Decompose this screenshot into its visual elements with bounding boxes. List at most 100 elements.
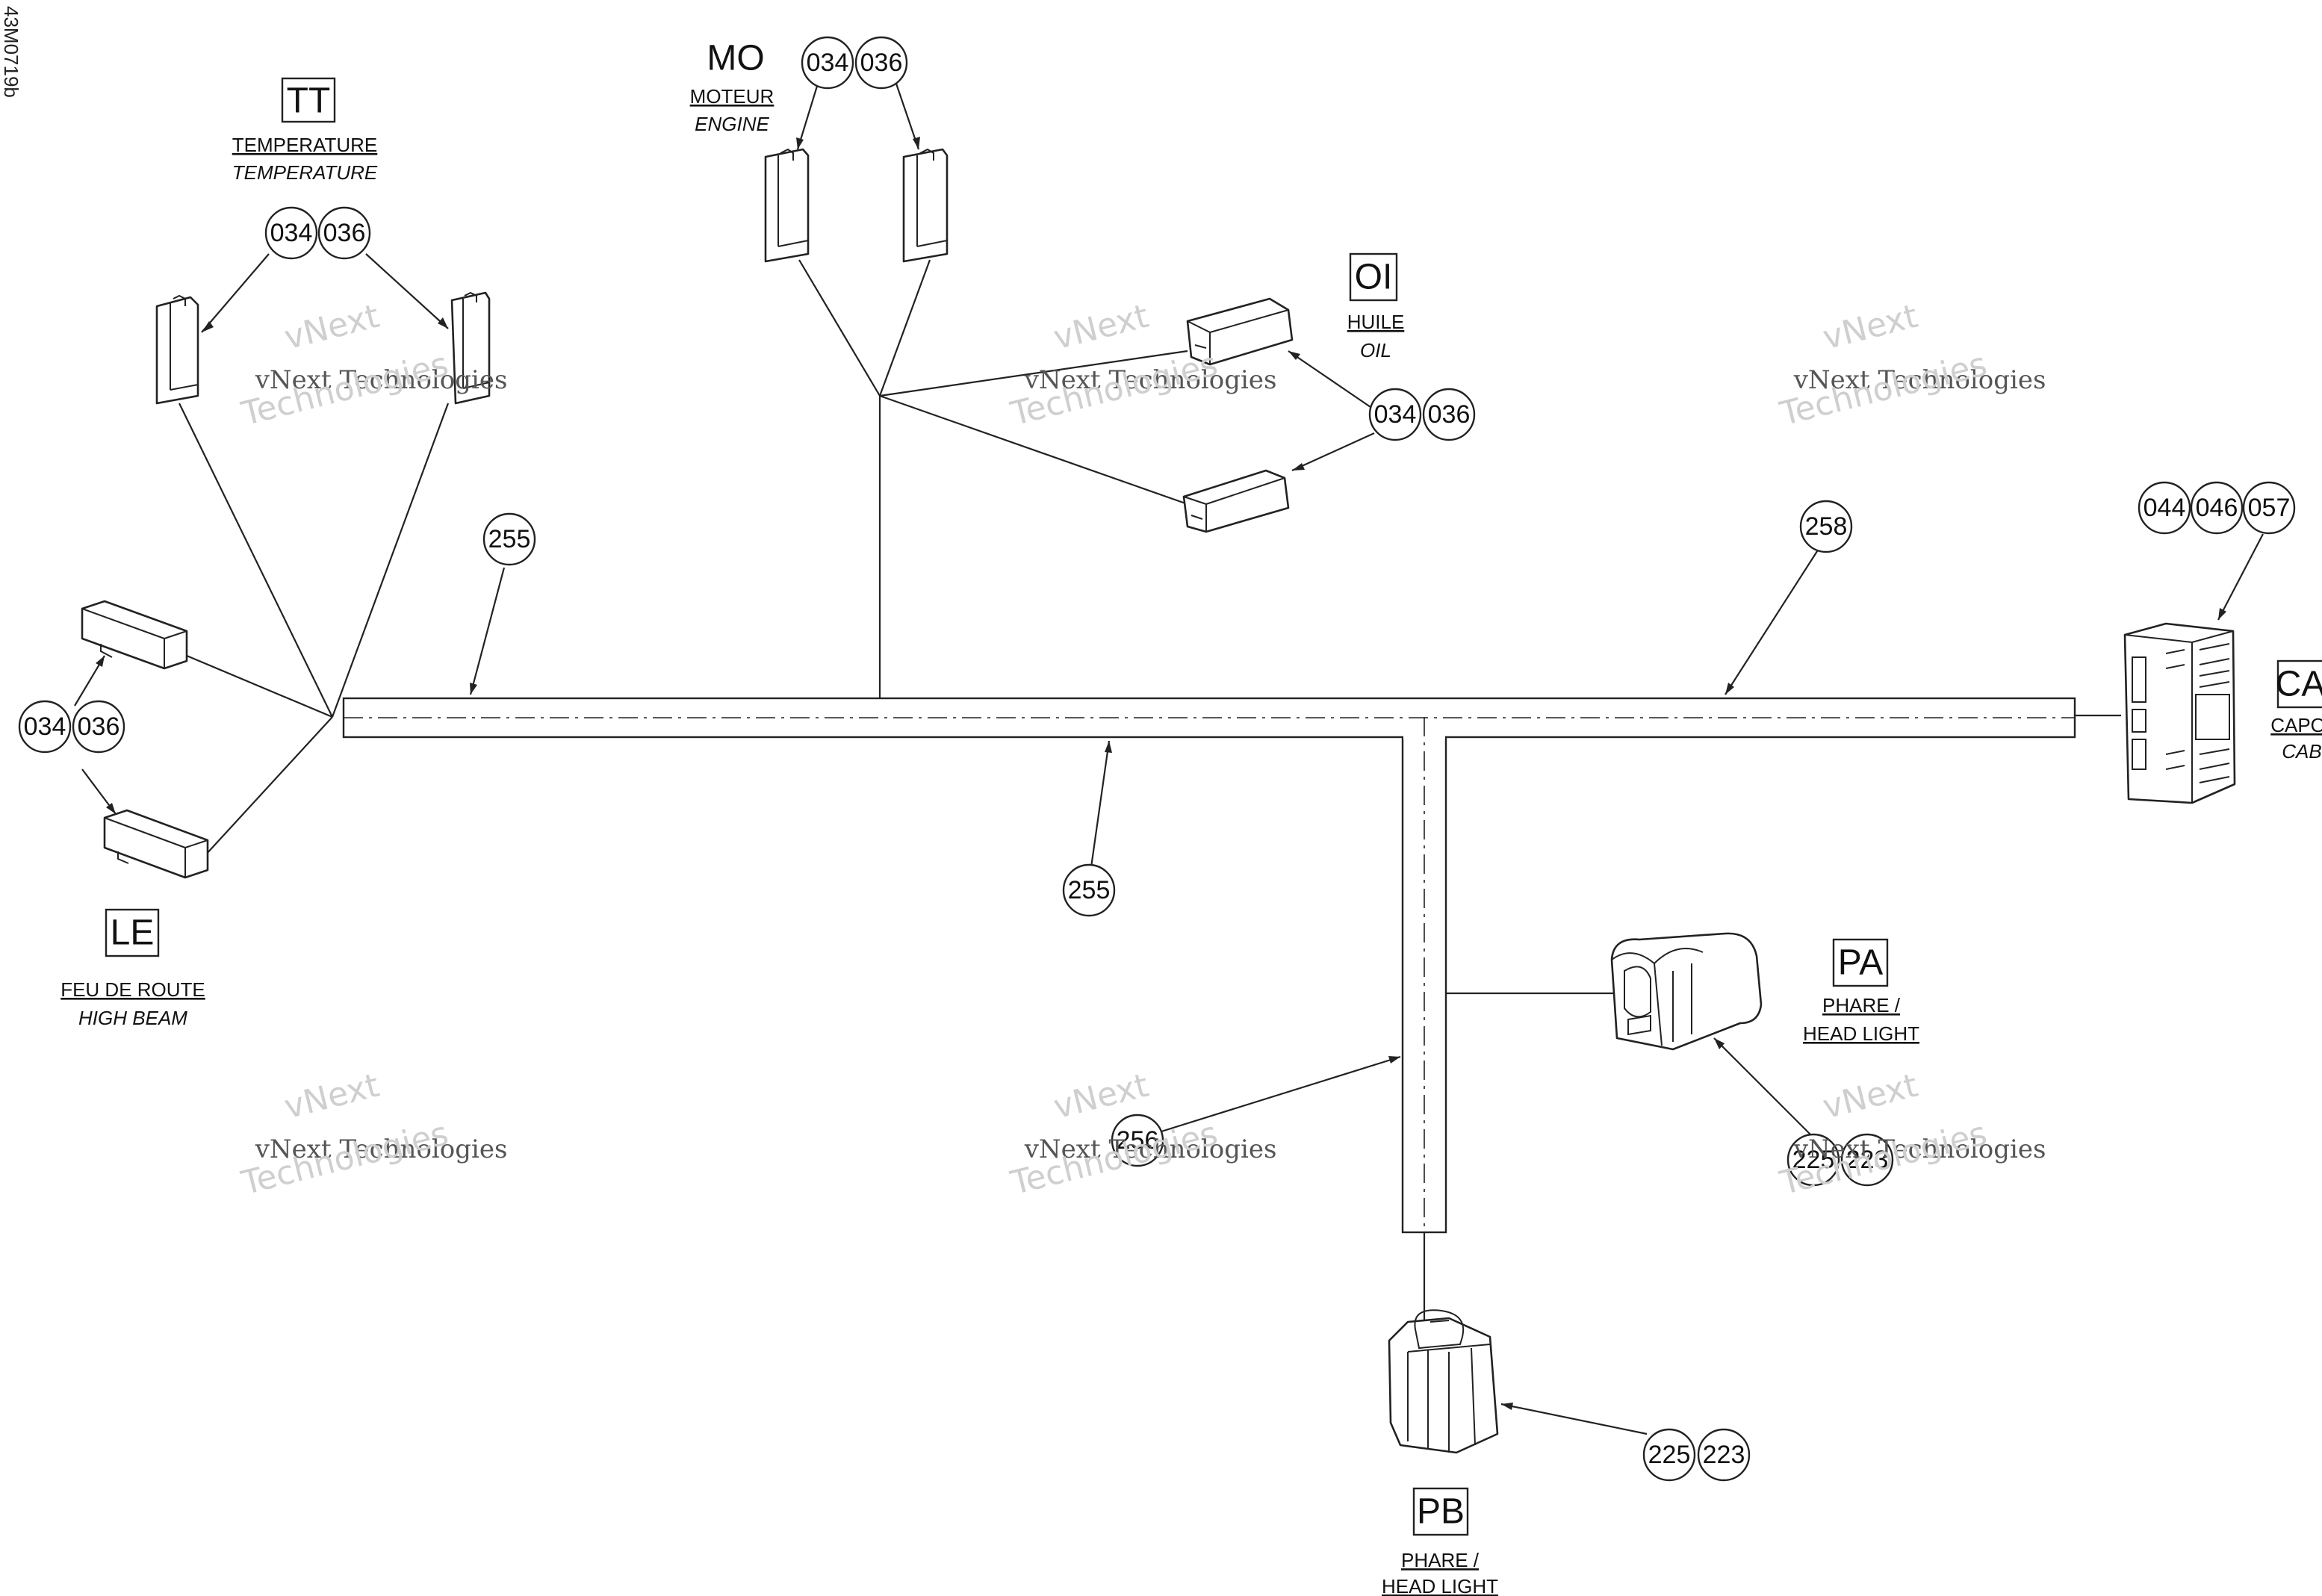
svg-text:Technologies: Technologies xyxy=(238,1114,453,1202)
label-oi: OI HUILE OIL xyxy=(1347,252,1405,361)
mo-connector-right xyxy=(902,148,949,263)
mo-connector-left xyxy=(764,148,810,263)
code-tt: TT xyxy=(287,81,331,121)
ref-bubble-harness: 256 xyxy=(1111,1114,1164,1167)
svg-text:vNext Technologies: vNext Technologies xyxy=(255,1134,508,1164)
svg-text:vNext: vNext xyxy=(1819,1066,1922,1127)
svg-text:Technologies: Technologies xyxy=(1776,345,1991,433)
label-tt: TT TEMPERATURE TEMPERATURE xyxy=(232,77,378,184)
pb-connector xyxy=(1388,1309,1499,1454)
ref-bubble: 036 xyxy=(854,36,908,90)
label-ca-en: CAB xyxy=(2282,740,2321,763)
watermark: vNext vNext Technologies Technologies xyxy=(1007,297,1277,434)
tt-connector-right xyxy=(450,291,491,405)
svg-text:vNext: vNext xyxy=(281,297,383,358)
watermark: vNext vNext Technologies Technologies xyxy=(1776,1066,2046,1203)
label-pa: PA PHARE / HEAD LIGHT xyxy=(1803,938,1919,1045)
code-ca: CA xyxy=(2276,665,2322,704)
svg-text:034: 034 xyxy=(807,49,849,77)
le-connector-top xyxy=(81,600,188,670)
svg-text:258: 258 xyxy=(1805,512,1848,541)
label-pa-en: HEAD LIGHT xyxy=(1803,1022,1919,1045)
code-oi: OI xyxy=(1355,258,1393,297)
leader-lines xyxy=(74,83,2264,1435)
label-mo: MO MOTEUR ENGINE xyxy=(690,39,774,136)
label-pb-en: HEAD LIGHT xyxy=(1382,1575,1498,1596)
svg-text:256: 256 xyxy=(1117,1126,1159,1155)
label-mo-fr: MOTEUR xyxy=(690,85,774,108)
svg-text:Technologies: Technologies xyxy=(1776,1114,1991,1202)
le-connector-bottom xyxy=(103,809,209,879)
label-le-en: HIGH BEAM xyxy=(78,1007,187,1029)
label-oi-fr: HUILE xyxy=(1347,311,1405,333)
svg-text:036: 036 xyxy=(78,712,120,741)
ref-bubble: 036 xyxy=(72,700,125,754)
svg-text:vNext: vNext xyxy=(281,1066,383,1127)
label-tt-en: TEMPERATURE xyxy=(232,161,378,184)
watermark: vNext vNext Technologies Technologies xyxy=(1776,297,2046,434)
label-tt-fr: TEMPERATURE xyxy=(232,134,378,156)
svg-text:036: 036 xyxy=(860,49,903,77)
ref-bubble: 034 xyxy=(18,700,72,754)
label-pa-fr: PHARE / xyxy=(1822,994,1901,1016)
svg-text:vNext: vNext xyxy=(1050,297,1152,358)
svg-text:223: 223 xyxy=(1846,1146,1889,1174)
ref-bubble: 046 xyxy=(2190,481,2244,535)
svg-text:vNext Technologies: vNext Technologies xyxy=(1024,1134,1277,1164)
svg-text:vNext Technologies: vNext Technologies xyxy=(1793,1134,2046,1164)
pa-connector xyxy=(1610,932,1763,1051)
label-pb: PB PHARE / HEAD LIGHT xyxy=(1382,1487,1498,1596)
ref-bubble: 034 xyxy=(264,206,318,260)
code-le: LE xyxy=(111,913,155,953)
ref-bubble: 225 xyxy=(1642,1428,1696,1482)
ref-bubble: 034 xyxy=(801,36,854,90)
svg-text:044: 044 xyxy=(2143,494,2186,522)
ref-bubble: 044 xyxy=(2138,481,2191,535)
svg-text:223: 223 xyxy=(1703,1441,1745,1469)
svg-text:034: 034 xyxy=(1374,400,1417,429)
label-ca: CA CAPOT CAB xyxy=(2270,659,2322,763)
svg-text:vNext Technologies: vNext Technologies xyxy=(1793,365,2046,395)
svg-text:225: 225 xyxy=(1792,1146,1835,1174)
ref-bubble: 223 xyxy=(1697,1428,1751,1482)
ref-bubble: 223 xyxy=(1840,1133,1894,1187)
ref-bubble: 036 xyxy=(317,206,371,260)
wires xyxy=(179,259,2121,1326)
svg-text:225: 225 xyxy=(1648,1441,1691,1469)
svg-text:034: 034 xyxy=(270,219,313,247)
tt-connector-left xyxy=(155,294,199,405)
ref-bubble: 057 xyxy=(2242,481,2296,535)
svg-text:036: 036 xyxy=(1428,400,1471,429)
code-pb: PB xyxy=(1417,1492,1465,1532)
label-ca-fr: CAPOT xyxy=(2270,714,2322,736)
svg-text:046: 046 xyxy=(2196,494,2238,522)
ref-bubble: 034 xyxy=(1368,388,1422,441)
svg-text:255: 255 xyxy=(1068,876,1111,904)
oi-connector-bottom xyxy=(1182,469,1290,533)
ref-bubble-harness: 258 xyxy=(1799,500,1853,553)
ca-connector xyxy=(2123,622,2236,804)
watermark: vNext vNext Technologies Technologies xyxy=(1007,1066,1277,1203)
label-le: LE FEU DE ROUTE HIGH BEAM xyxy=(60,908,205,1029)
code-mo: MO xyxy=(707,39,764,78)
svg-text:vNext Technologies: vNext Technologies xyxy=(255,365,508,395)
svg-text:Technologies: Technologies xyxy=(1007,1114,1222,1202)
watermark: vNext vNext Technologies Technologies xyxy=(238,1066,508,1203)
label-le-fr: FEU DE ROUTE xyxy=(60,978,205,1001)
label-mo-en: ENGINE xyxy=(695,113,769,135)
svg-text:034: 034 xyxy=(24,712,66,741)
drawing-id: 43M0719b xyxy=(0,6,22,98)
ref-bubble: 036 xyxy=(1422,388,1476,441)
main-harness xyxy=(342,697,2076,739)
label-oi-en: OIL xyxy=(1360,339,1391,361)
svg-text:vNext: vNext xyxy=(1819,297,1922,358)
svg-text:036: 036 xyxy=(323,219,366,247)
oi-connector-top xyxy=(1186,297,1294,366)
code-pa: PA xyxy=(1838,943,1883,983)
ref-bubble: 225 xyxy=(1786,1133,1840,1187)
svg-text:vNext Technologies: vNext Technologies xyxy=(1024,365,1277,395)
svg-text:Technologies: Technologies xyxy=(1007,345,1222,433)
svg-text:Technologies: Technologies xyxy=(238,345,453,433)
branch-harness xyxy=(1401,717,1447,1234)
